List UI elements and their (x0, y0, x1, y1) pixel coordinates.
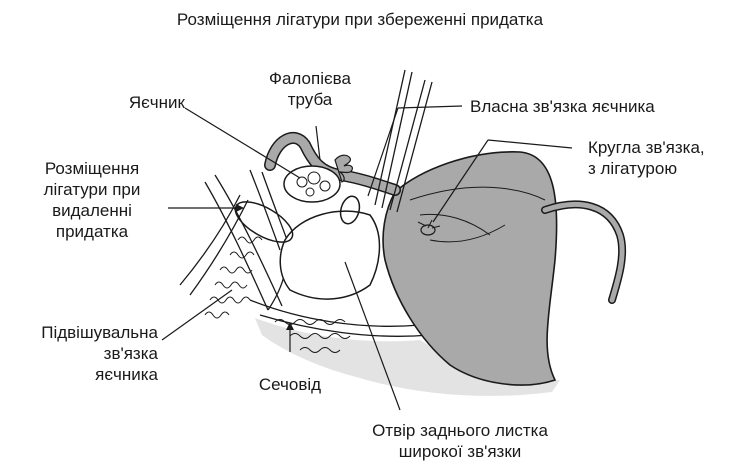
label-suspensory-line3: яєчника (0, 364, 158, 385)
label-suspensory-ligament: Підвішувальна зв'язка яєчника (0, 322, 158, 385)
label-adnexa-removal-line4: придатка (12, 221, 172, 242)
label-suspensory-line2: зв'язка (0, 343, 158, 364)
label-adnexa-removal-line2: лігатури при (12, 179, 172, 200)
label-fallopian-tube-line1: Фалопієва (240, 68, 380, 89)
label-ovarian-ligament: Власна зв'язка яєчника (470, 96, 655, 117)
label-fallopian-tube: Фалопієва труба (240, 68, 380, 110)
label-round-ligament-line2: з лігатурою (588, 158, 705, 179)
label-fallopian-tube-line2: труба (240, 89, 380, 110)
label-broad-ligament-opening: Отвір заднього листка широкої зв'язки (340, 420, 580, 462)
label-opening-line1: Отвір заднього листка (340, 420, 580, 441)
label-suspensory-line1: Підвішувальна (0, 322, 158, 343)
adnexa-removal-ligature (229, 194, 298, 250)
label-opening-line2: широкої зв'язки (340, 441, 580, 462)
label-adnexa-removal-ligature: Розміщення лігатури при видаленні придат… (12, 158, 172, 242)
label-adnexa-removal-line3: видаленні (12, 200, 172, 221)
label-ureter: Сечовід (230, 374, 350, 395)
label-round-ligament: Кругла зв'язка, з лігатурою (588, 137, 705, 179)
label-adnexa-removal-line1: Розміщення (12, 158, 172, 179)
label-ovary: Яєчник (70, 92, 185, 113)
broad-ligament-opening (280, 211, 379, 299)
diagram-title: Розміщення лігатури при збереженні прида… (150, 9, 570, 30)
label-round-ligament-line1: Кругла зв'язка, (588, 137, 705, 158)
